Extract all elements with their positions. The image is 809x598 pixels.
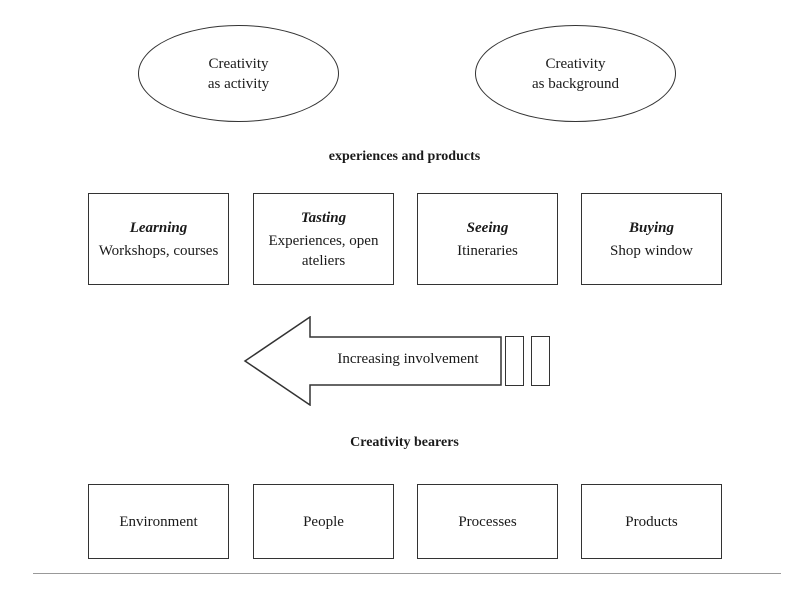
bearer-box-processes: Processes (417, 484, 558, 559)
oval-line: Creativity (208, 55, 269, 72)
experience-box-tasting: Tasting Experiences, open ateliers (253, 193, 394, 285)
experience-title: Learning (129, 219, 188, 236)
experience-title: Buying (628, 219, 674, 236)
bearer-label: People (303, 513, 344, 530)
oval-creativity-as-activity: Creativity as activity (138, 25, 339, 122)
experience-subtitle: Shop window (610, 242, 693, 259)
experience-subtitle: Workshops, courses (98, 242, 219, 259)
experience-box-buying: Buying Shop window (581, 193, 722, 285)
arrow-tail-bar (531, 336, 550, 386)
bearers-heading: Creativity bearers (350, 435, 459, 450)
experience-title: Seeing (466, 219, 509, 236)
experience-subtitle: Itineraries (457, 242, 518, 259)
left-arrow-icon (243, 316, 502, 406)
bearer-box-products: Products (581, 484, 722, 559)
bearer-label: Products (625, 513, 678, 530)
arrow-tail-bar (505, 336, 524, 386)
arrow-label: Increasing involvement (337, 351, 479, 367)
oval-line: as activity (207, 75, 270, 92)
bottom-divider (33, 573, 781, 574)
experiences-heading: experiences and products (328, 149, 481, 164)
bearer-label: Environment (119, 513, 198, 530)
experience-title: Tasting (300, 209, 347, 226)
experience-box-learning: Learning Workshops, courses (88, 193, 229, 285)
oval-creativity-as-background: Creativity as background (475, 25, 676, 122)
experience-box-seeing: Seeing Itineraries (417, 193, 558, 285)
bearer-box-people: People (253, 484, 394, 559)
bearer-box-environment: Environment (88, 484, 229, 559)
experience-subtitle: Experiences, open ateliers (268, 232, 379, 269)
oval-line: Creativity (545, 55, 606, 72)
oval-line: as background (531, 75, 620, 92)
bearer-label: Processes (458, 513, 517, 530)
arrow-outline (243, 316, 502, 406)
